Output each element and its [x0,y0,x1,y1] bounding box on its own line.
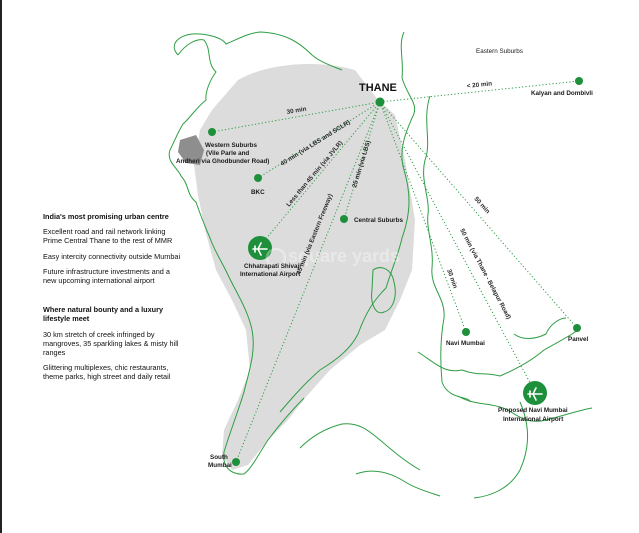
route-kalyan [379,80,580,103]
route-central [343,101,381,220]
island-shape [178,135,204,165]
label-kalyan: Kalyan and Dombivli [531,90,593,97]
svg-text:square yards: square yards [288,246,400,266]
label-navi-airport-2: International Airport [503,416,564,423]
dot-central [340,215,348,223]
time-navi-mumbai: 30 min [445,268,458,289]
route-navi-mumbai [379,101,467,333]
label-airport-1: Chhatrapati Shivaji [244,263,301,270]
dot-panvel [573,324,581,332]
label-western-2: (Vile Parle and [206,150,249,157]
left-border [0,0,2,533]
airplane-icon [523,381,547,405]
dot-south [232,458,240,466]
label-navi-airport-1: Proposed Navi Mumbai [498,407,568,414]
time-kalyan: < 20 min [466,80,492,90]
label-bkc: BKC [251,189,265,196]
time-western: 30 min [286,106,307,116]
route-south [235,101,381,463]
label-airport-2: International Airport [240,271,301,278]
dot-western [208,128,216,136]
label-central: Central Suburbs [354,217,403,224]
label-south-2: Mumbai [208,462,232,469]
section2-point: Glittering multiplexes, chic restaurants… [43,363,171,382]
dot-bkc [254,174,262,182]
dot-kalyan [575,77,583,85]
route-airport [259,101,381,247]
label-western-3: Andheri via Ghodbunder Road) [176,158,269,165]
dot-navi-mumbai [462,328,470,336]
watermark: square yards [265,246,400,269]
section2-point: 30 km stretch of creek infringed by mang… [43,329,179,358]
info-panel: India's most promising urban centre Exce… [43,212,183,388]
route-western [211,101,381,133]
section1-point: Easy intercity connectivity outside Mumb… [43,251,181,261]
section1-point: Future infrastructure investments and a … [43,266,170,286]
dot-thane [375,97,385,107]
label-panvel: Panvel [568,336,589,343]
airplane-icon [248,236,272,260]
hub-label: THANE [359,82,397,94]
route-navi-airport [379,101,536,393]
route-panvel [379,101,578,329]
route-bkc [257,101,381,179]
label-south-1: South [210,454,228,461]
mumbai-landmass [194,64,415,470]
coastlines [168,31,593,499]
time-navi-airport: 50 min (via Thane - Belapur Road) [458,228,512,321]
label-western-1: Western Suburbs [205,142,258,149]
section2-heading: Where natural bounty and a luxury lifest… [43,305,164,324]
section1-point: Excellent road and rail network linking … [43,227,173,246]
routes [211,80,580,463]
location-dots [208,77,583,466]
time-panvel: 50 min [473,196,492,216]
section1-heading: India's most promising urban centre [43,212,169,221]
region-label: Eastern Suburbs [476,48,523,55]
label-navi-mumbai: Navi Mumbai [446,340,485,347]
section-gap [43,291,183,305]
